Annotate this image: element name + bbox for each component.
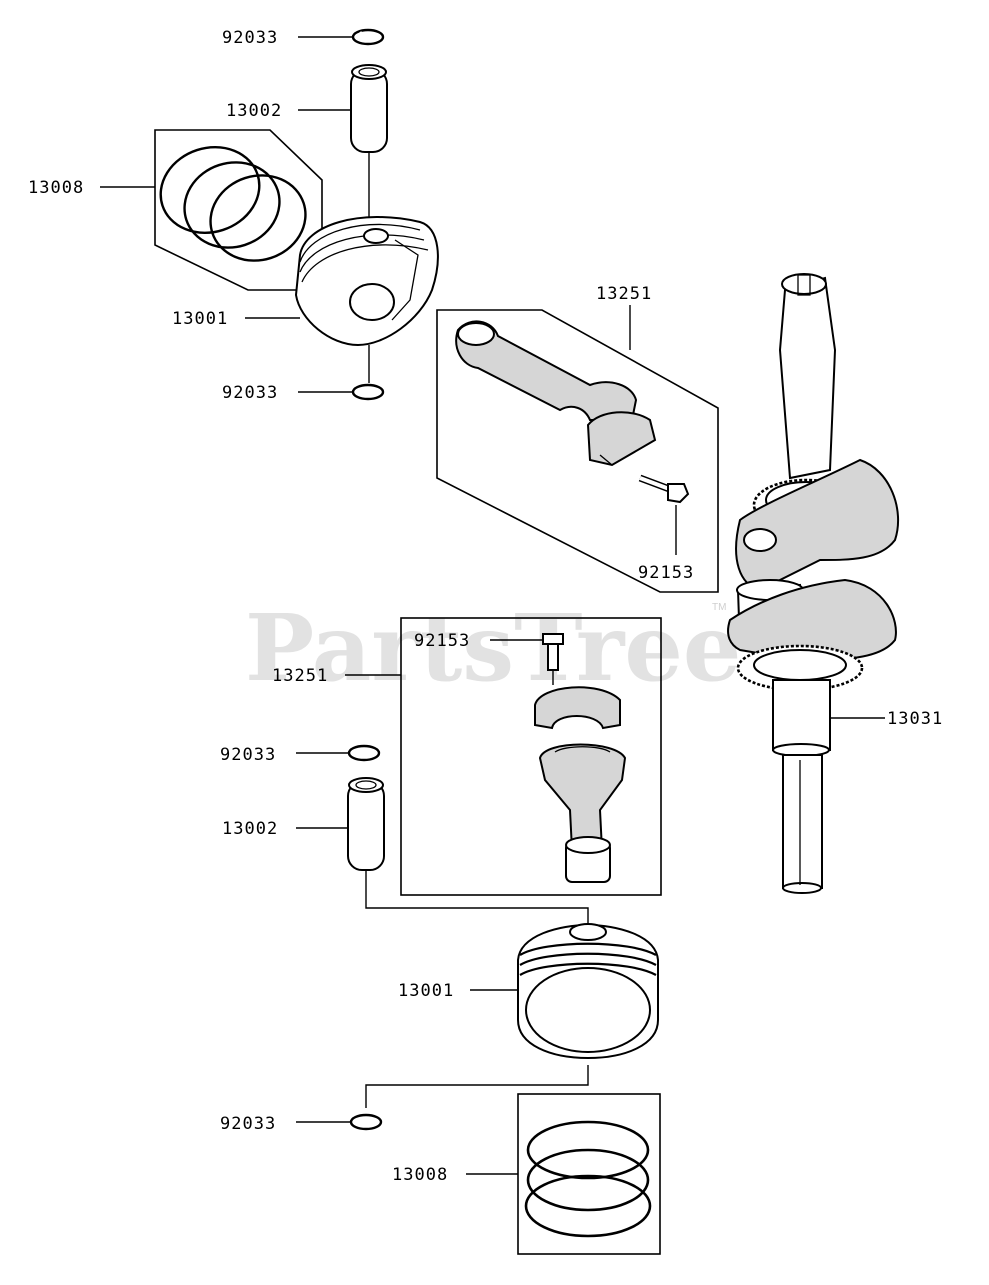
callout-13031[interactable]: 13031 — [887, 709, 943, 729]
piston-ring-set-bottom[interactable] — [517, 1093, 661, 1255]
callout-92153-b[interactable]: 92153 — [414, 631, 470, 651]
piston-ring-set-top[interactable] — [149, 129, 323, 291]
callout-13251-b[interactable]: 13251 — [272, 666, 328, 686]
crankshaft[interactable] — [727, 273, 900, 894]
circlip-bottom-1[interactable] — [347, 744, 381, 762]
callout-92033-d[interactable]: 92033 — [220, 1114, 276, 1134]
piston-top[interactable] — [294, 216, 439, 347]
connecting-rod-bottom-box[interactable] — [400, 617, 662, 896]
callout-13002-b[interactable]: 13002 — [222, 819, 278, 839]
callout-13008-b[interactable]: 13008 — [392, 1165, 448, 1185]
piston-bottom[interactable] — [517, 923, 659, 1060]
callout-13251-a[interactable]: 13251 — [596, 284, 652, 304]
watermark-trademark: TM — [712, 602, 726, 613]
callout-13002-a[interactable]: 13002 — [226, 101, 282, 121]
callout-13008-a[interactable]: 13008 — [28, 178, 84, 198]
circlip-top-2[interactable] — [351, 383, 385, 401]
watermark-text: PartsTree — [245, 594, 741, 702]
callout-92153-a[interactable]: 92153 — [638, 563, 694, 583]
callout-92033-a[interactable]: 92033 — [222, 28, 278, 48]
connecting-rod-top-box[interactable] — [436, 309, 719, 593]
piston-pin-bottom[interactable] — [347, 777, 385, 871]
piston-pin-top[interactable] — [350, 64, 388, 153]
callout-13001-b[interactable]: 13001 — [398, 981, 454, 1001]
circlip-top-1[interactable] — [351, 28, 385, 46]
circlip-bottom-2[interactable] — [349, 1113, 383, 1131]
callout-13001-a[interactable]: 13001 — [172, 309, 228, 329]
callout-92033-b[interactable]: 92033 — [222, 383, 278, 403]
callout-92033-c[interactable]: 92033 — [220, 745, 276, 765]
